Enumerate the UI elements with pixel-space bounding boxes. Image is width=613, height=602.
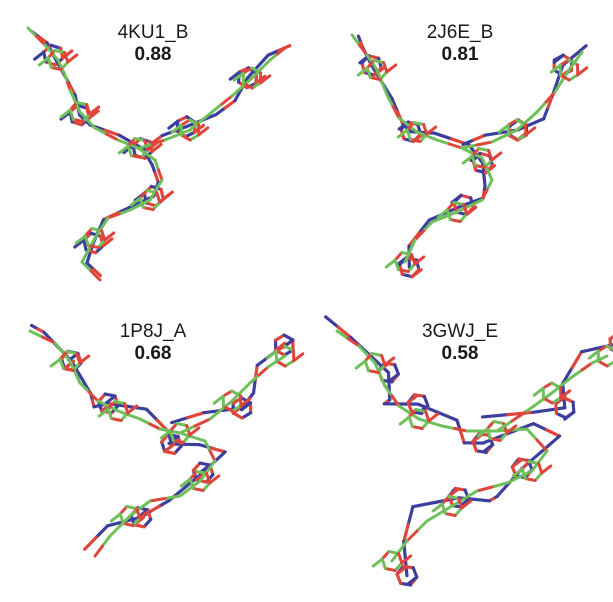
molecule-overlay-1p8j-a: [28, 323, 305, 558]
panel-2j6e-b: 2J6E_B 0.81: [307, 0, 613, 301]
molecule-overlay-3gwj-e: [324, 315, 613, 587]
panel-1p8j-a: 1P8J_A 0.68: [0, 301, 306, 602]
molecule-overlay-4ku1-b: [26, 26, 292, 282]
panel-4ku1-b: 4KU1_B 0.88: [0, 0, 306, 301]
panel-3gwj-e: 3GWJ_E 0.58: [307, 301, 613, 602]
molecule-overlay-2j6e-b: [350, 33, 589, 279]
